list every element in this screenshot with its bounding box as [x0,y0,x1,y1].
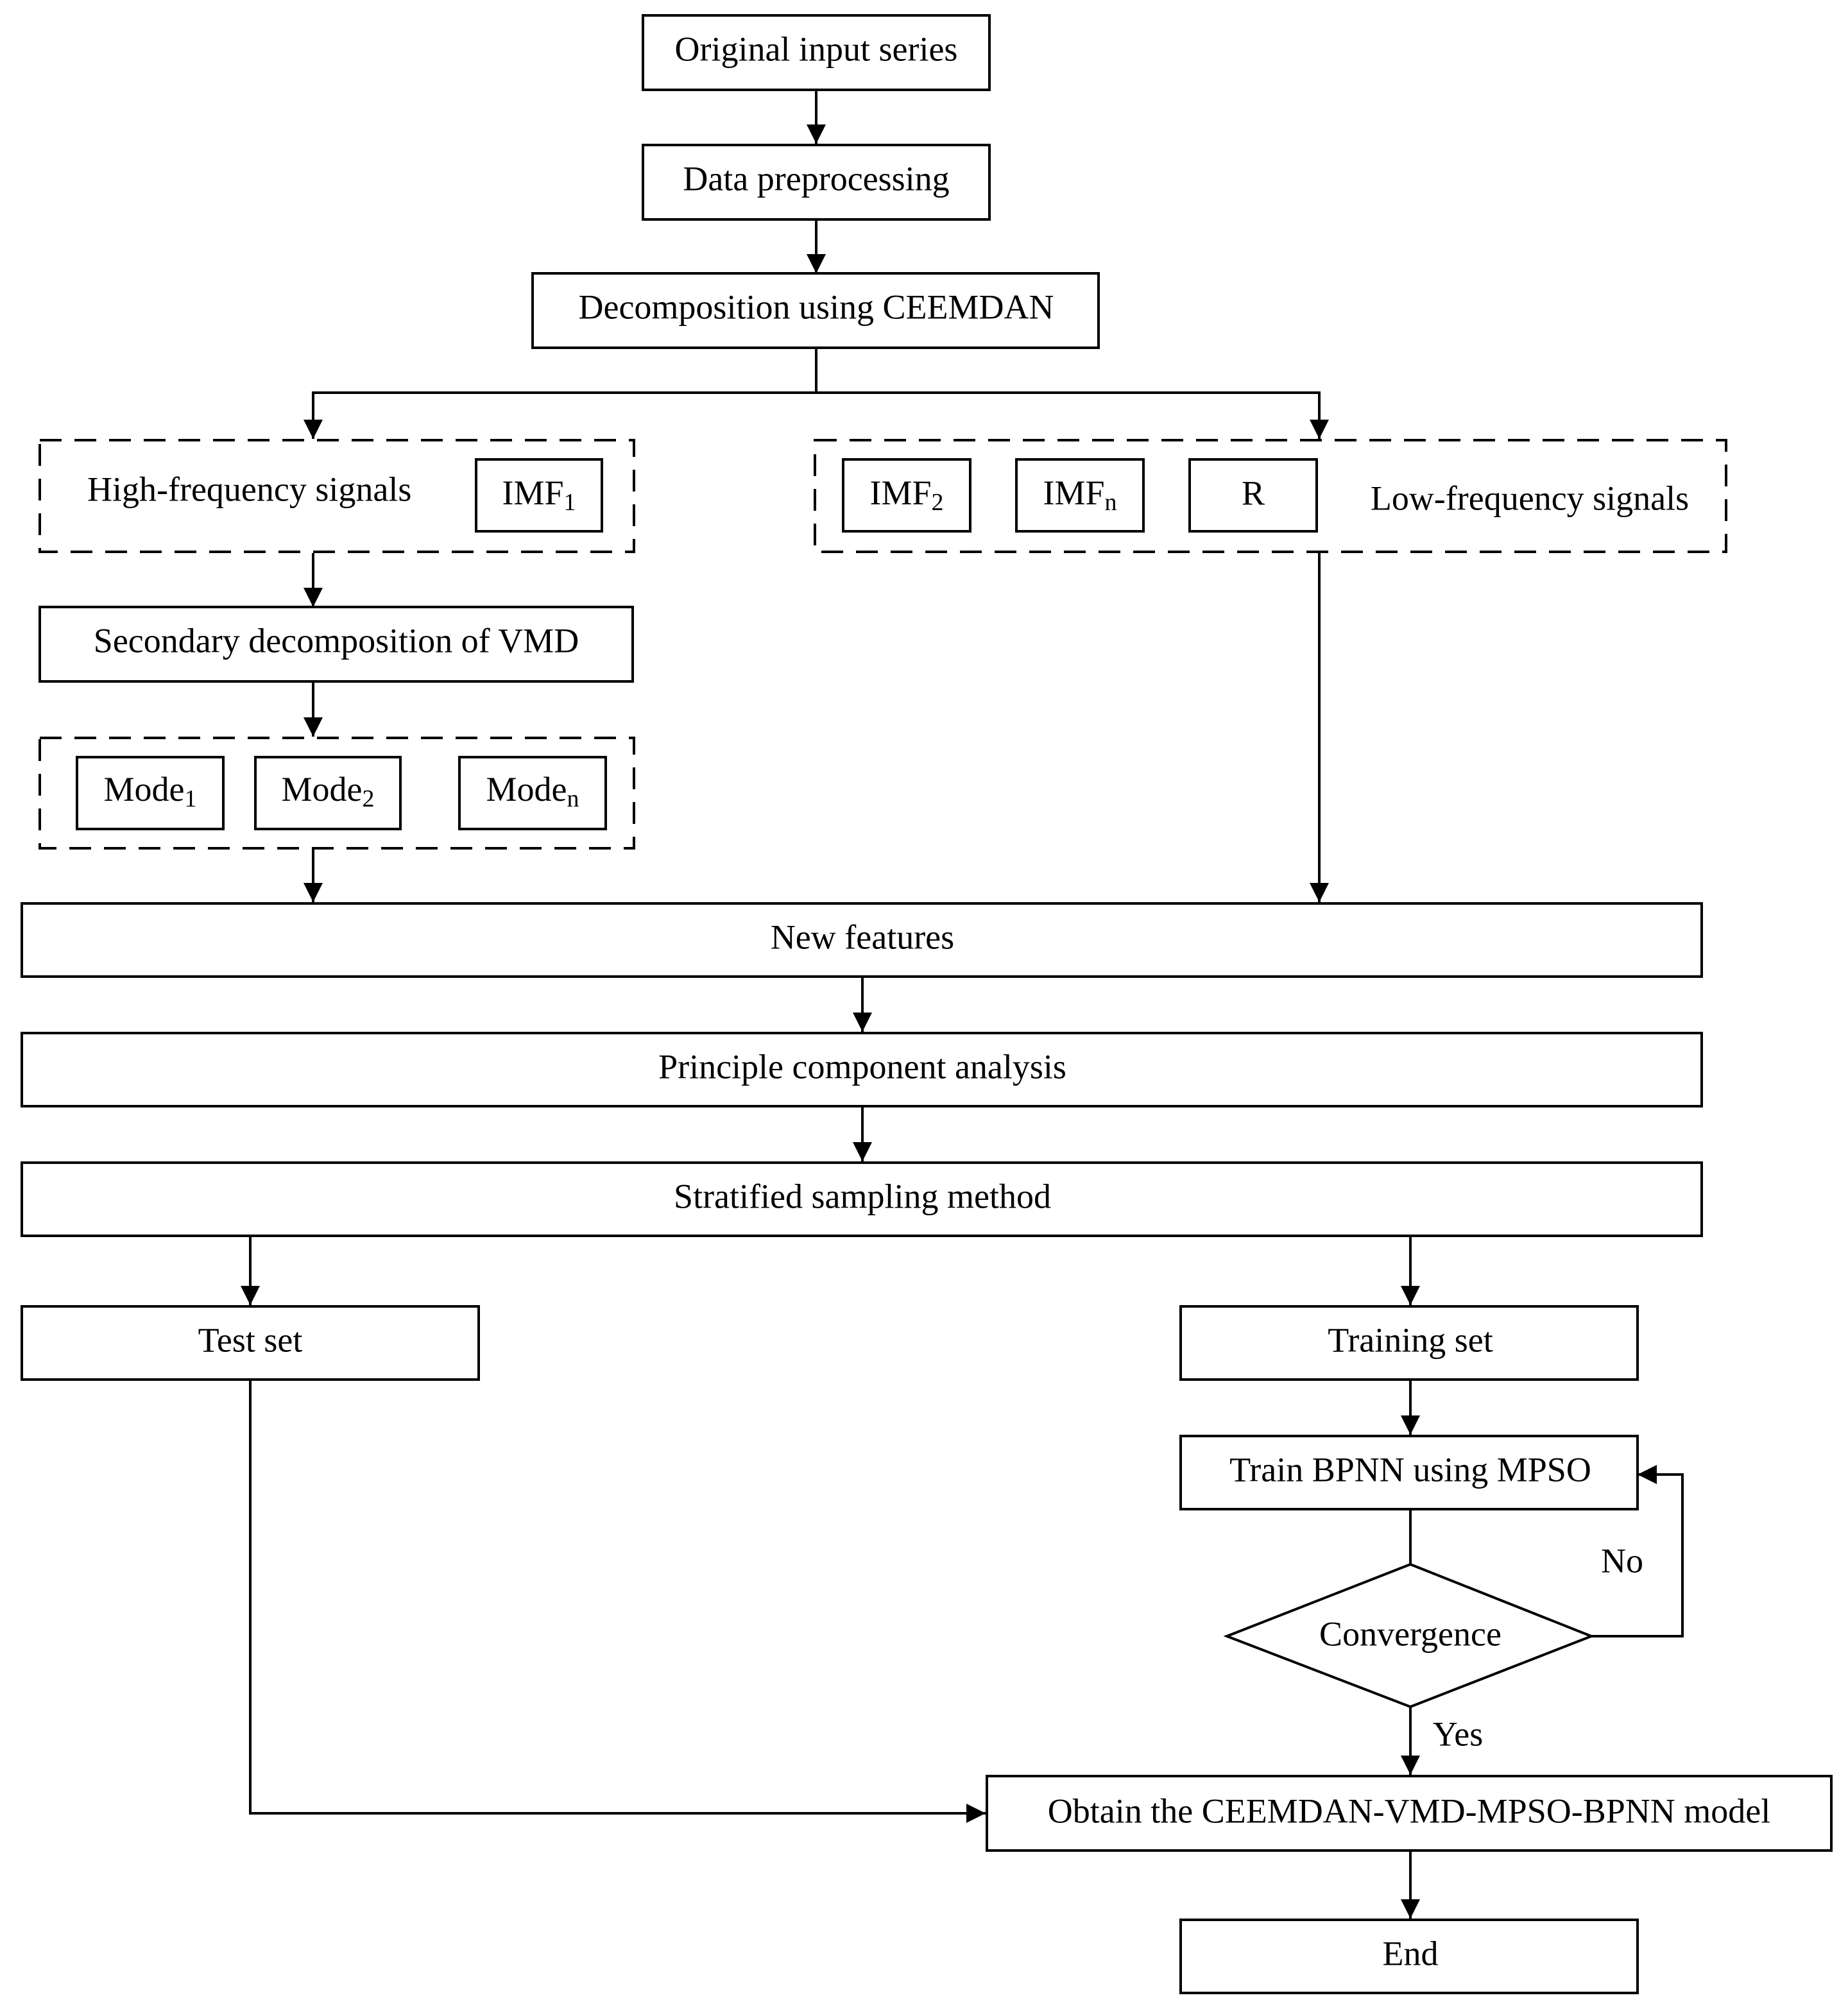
test-set-label: Test set [198,1321,303,1359]
connectors [241,90,1684,1919]
imf2-label: IMF2 [869,474,943,515]
data-preprocessing-label: Data preprocessing [683,159,949,198]
end-label: End [1383,1934,1439,1972]
low-frequency-label: Low-frequency signals [1371,479,1689,517]
new-features-label: New features [771,918,954,956]
obtain-model-label: Obtain the CEEMDAN-VMD-MPSO-BPNN model [1048,1791,1771,1830]
group-high-frequency: High-frequency signals IMF1 [38,439,635,553]
node-data-preprocessing: Data preprocessing [642,144,991,221]
imf1-label: IMF1 [502,474,576,515]
imfn-label: IMFn [1043,474,1116,515]
moden-label: Moden [486,770,579,812]
arrow-convergence-no-loop [1591,1465,1684,1637]
edge-label-no: No [1601,1541,1643,1580]
group-low-frequency: IMF2 IMFn R Low-frequency signals [814,439,1727,553]
pca-label: Principle component analysis [658,1047,1066,1086]
node-stratified: Stratified sampling method [21,1161,1703,1237]
vmd-label: Secondary decomposition of VMD [94,621,579,660]
convergence-label: Convergence [1319,1614,1502,1653]
node-pca: Principle component analysis [21,1032,1703,1107]
training-set-label: Training set [1328,1321,1493,1359]
group-modes: Mode1 Mode2 Moden [38,737,635,850]
node-original-input: Original input series [642,14,991,91]
edge-label-yes: Yes [1433,1714,1484,1753]
node-obtain-model: Obtain the CEEMDAN-VMD-MPSO-BPNN model [986,1775,1833,1852]
arrow-ceemdan-to-low [816,391,1329,439]
stratified-label: Stratified sampling method [674,1177,1051,1215]
residual-label: R [1242,474,1265,512]
high-frequency-label: High-frequency signals [87,470,411,508]
mode2-label: Mode2 [282,770,375,812]
train-bpnn-label: Train BPNN using MPSO [1229,1450,1591,1489]
node-vmd: Secondary decomposition of VMD [38,606,634,683]
node-train-bpnn: Train BPNN using MPSO [1179,1435,1639,1510]
arrow-test-to-model [249,1380,986,1823]
node-new-features: New features [21,902,1703,978]
node-end: End [1179,1919,1639,1994]
mode1-label: Mode1 [104,770,197,812]
node-test-set: Test set [21,1305,480,1381]
original-input-label: Original input series [675,30,958,68]
node-convergence: Convergence [1223,1562,1595,1709]
arrow-ceemdan-to-high [304,348,817,439]
node-training-set: Training set [1179,1305,1639,1381]
ceemdan-label: Decomposition using CEEMDAN [579,287,1054,326]
node-ceemdan: Decomposition using CEEMDAN [531,272,1100,349]
